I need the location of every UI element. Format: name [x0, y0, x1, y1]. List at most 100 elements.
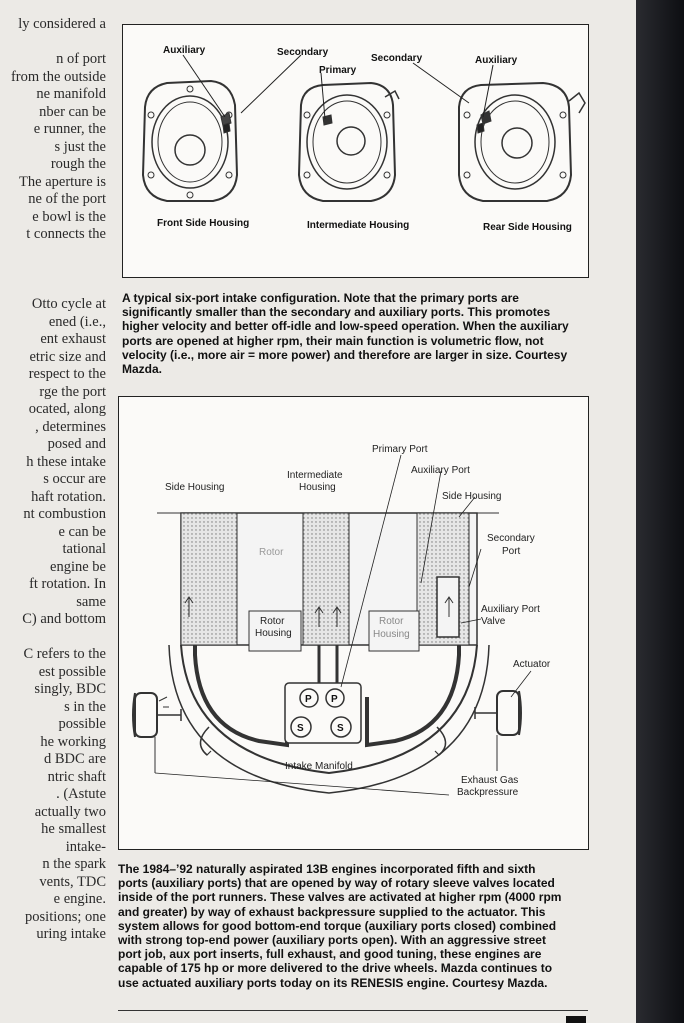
body-text-line: intake- [65, 838, 106, 855]
label-secondary-port-1: Secondary [487, 533, 535, 544]
label-rotor-housing-right-1: Rotor [379, 616, 404, 627]
body-text-line: nber can be [39, 103, 106, 120]
label-s-right: S [337, 723, 344, 734]
body-text-line: rge the port [39, 383, 106, 400]
caption-line: use actuated auxiliary ports today on it… [118, 975, 548, 990]
body-text-line: from the outside [10, 68, 106, 85]
label-secondary-right: Secondary [371, 53, 423, 64]
body-text-line: , determines [35, 418, 106, 435]
body-text-line: actually two [34, 803, 106, 820]
caption-line: capable of 175 hp or more delivered to t… [118, 961, 553, 976]
label-primary: Primary [319, 65, 357, 76]
label-side-housing-right: Side Housing [442, 491, 501, 502]
caption-line: A typical six-port intake configuration.… [122, 291, 519, 305]
body-text-line: ft rotation. In [29, 576, 106, 592]
body-text-line: . (Astute [56, 786, 106, 802]
body-text-line: nt combustion [23, 506, 106, 522]
figure2-leader-lines [154, 454, 532, 796]
body-text-line: ne of the port [28, 191, 106, 207]
book-spine-shadow [636, 0, 684, 1023]
label-rear-side-housing: Rear Side Housing [483, 222, 572, 233]
body-text-line: ent exhaust [40, 331, 106, 347]
label-secondary-port-2: Port [502, 546, 521, 557]
caption-line: Mazda. [122, 362, 163, 377]
body-text-line: he smallest [41, 821, 106, 837]
label-intake-manifold: Intake Manifold [285, 761, 353, 772]
caption-line: port job, aux port inserts, full exhaust… [118, 947, 542, 962]
body-text-line: Otto cycle at [31, 296, 106, 312]
body-text-line: vents, TDC [39, 873, 106, 890]
label-side-housing-left: Side Housing [165, 482, 224, 493]
body-text-line: etric size and [29, 348, 107, 365]
body-text-line: ntric shaft [47, 768, 106, 785]
body-text-line: same [76, 593, 106, 610]
label-secondary-left: Secondary [277, 47, 329, 58]
body-text-line: ened (i.e., [48, 313, 106, 330]
label-actuator: Actuator [513, 659, 551, 670]
caption-line: ports (auxiliary ports) that are opened … [118, 876, 555, 891]
body-text-line: The aperture is [19, 173, 106, 190]
label-p-left: P [305, 694, 312, 705]
label-auxiliary-left: Auxiliary [163, 45, 206, 56]
body-text-line: s in the [64, 698, 106, 715]
body-text-line: d BDC are [43, 751, 106, 767]
page-corner-mark [566, 1016, 586, 1023]
figure1-caption: A typical six-port intake configuration.… [122, 291, 602, 376]
body-text-line: t connects the [26, 226, 106, 242]
body-text-line: e bowl is the [32, 208, 106, 225]
label-p-right: P [331, 694, 338, 705]
label-s-left: S [297, 723, 304, 734]
label-rotor-housing-right-2: Housing [373, 629, 410, 640]
body-text-line: est possible [38, 663, 106, 680]
caption-line: with strong top-end power (auxiliary por… [118, 933, 546, 948]
label-aux-port-valve-1: Auxiliary Port [481, 604, 540, 615]
page-bottom-rule [118, 1010, 588, 1011]
figure2-caption: The 1984–’92 naturally aspirated 13B eng… [118, 862, 608, 990]
body-text-line: he working [40, 733, 106, 750]
label-intermediate-housing-1: Intermediate [287, 470, 343, 481]
caption-line: inside of the port runners. These valves… [118, 890, 562, 905]
body-text-line: engine be [50, 558, 106, 575]
body-text-line: uring intake [36, 926, 106, 942]
actuator-left [132, 692, 212, 773]
caption-line: system allows for good bottom-end torque… [118, 918, 557, 933]
body-text-line: C) and bottom [22, 611, 106, 627]
caption-line: and greater) by way of exhaust backpress… [118, 904, 546, 919]
label-primary-port: Primary Port [372, 444, 428, 455]
label-auxiliary-right: Auxiliary [475, 55, 518, 66]
figure-aux-port-system: Primary Port Intermediate Housing Auxili… [118, 396, 589, 850]
label-intermediate-housing: Intermediate Housing [307, 220, 409, 231]
body-text-line: C refers to the [23, 646, 106, 662]
label-rotor-housing-left-2: Housing [255, 628, 292, 639]
body-text-line: ne manifold [36, 86, 106, 102]
body-text-line: e runner, the [33, 121, 106, 137]
label-exhaust-gas-2: Backpressure [457, 787, 519, 798]
rear-housing-drawing [458, 81, 586, 202]
body-text-line: e can be [58, 523, 107, 540]
body-text-line: singly, BDC [34, 681, 106, 697]
body-text-line: n the spark [42, 856, 106, 872]
body-text-line: h these intake [26, 453, 106, 470]
body-text-line: s occur are [43, 471, 106, 487]
label-rotor-housing-left-1: Rotor [260, 616, 285, 627]
aux-port-diagram: Primary Port Intermediate Housing Auxili… [132, 444, 551, 798]
body-text-line: s just the [54, 138, 106, 155]
label-exhaust-gas-1: Exhaust Gas [461, 775, 518, 786]
caption-line: The 1984–’92 naturally aspirated 13B eng… [118, 862, 536, 876]
body-text-line: possible [58, 716, 106, 732]
body-text-line: e engine. [53, 891, 106, 907]
caption-line: significantly smaller than the secondary… [122, 305, 551, 320]
label-front-side-housing: Front Side Housing [157, 218, 249, 229]
caption-line: ports are opened at higher rpm, their ma… [122, 333, 544, 348]
actuator-right [434, 690, 522, 771]
body-text-line: tational [62, 541, 107, 557]
label-auxiliary-port: Auxiliary Port [411, 465, 470, 476]
caption-line: higher velocity and better off-idle and … [122, 319, 569, 334]
body-text-line: ly considered a [18, 16, 106, 32]
engine-section [157, 512, 499, 794]
housings-illustration: Auxiliary Secondary Primary Secondary Au… [141, 45, 586, 233]
figure-housings: Auxiliary Secondary Primary Secondary Au… [122, 24, 589, 278]
intermediate-housing-drawing [297, 81, 400, 202]
label-intermediate-housing-2: Housing [299, 482, 336, 493]
